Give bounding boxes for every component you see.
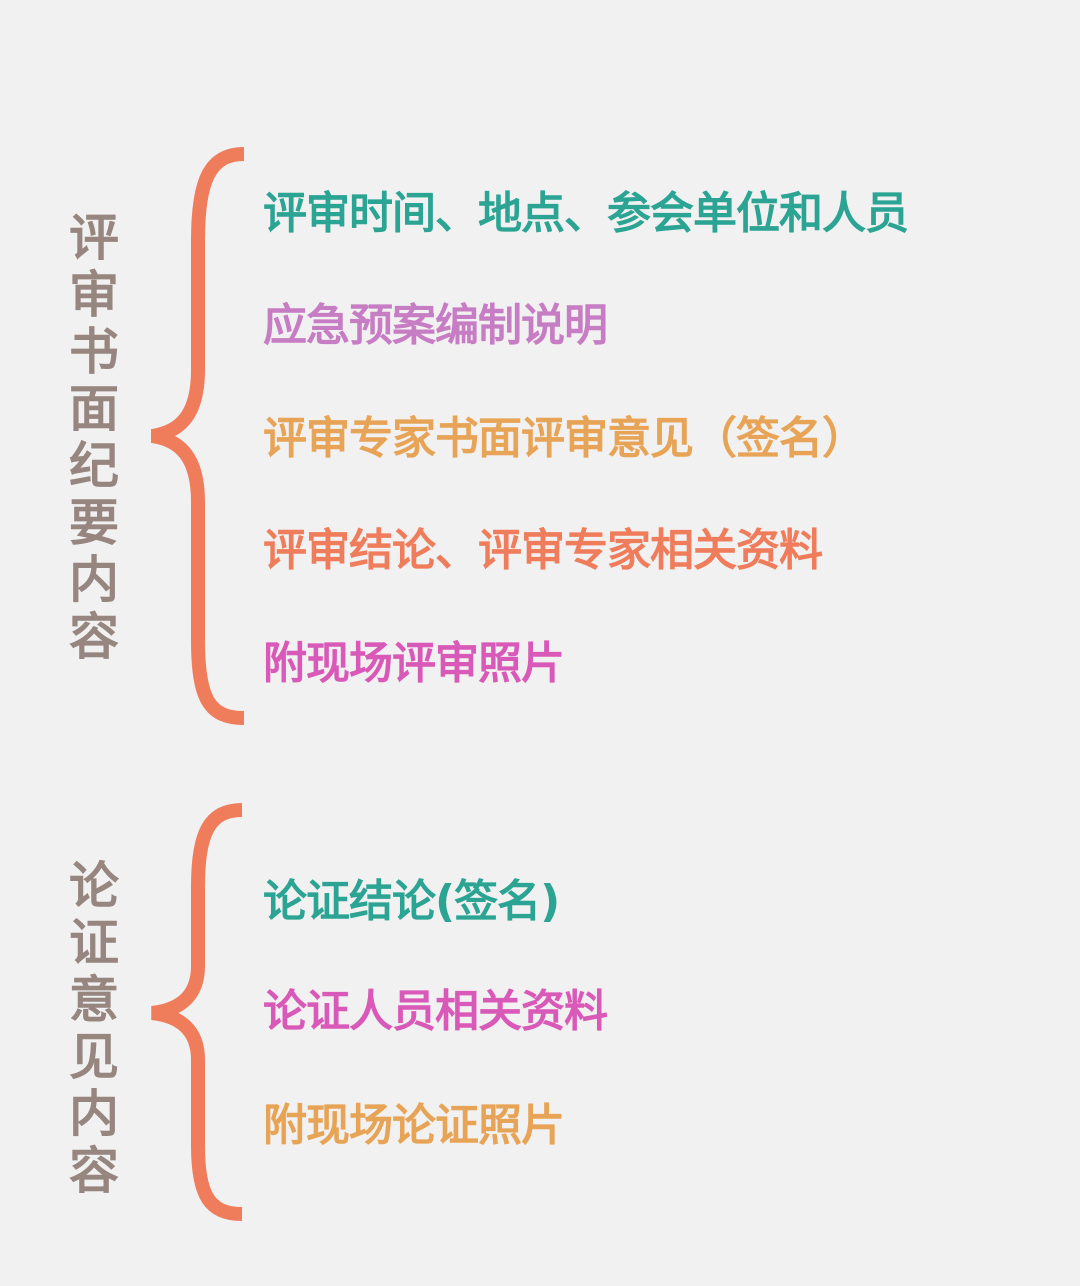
label-char: 证 <box>69 914 119 972</box>
demonstration-opinion-group: 论 证 意 见 内 容 论证结论(签名) 论证人员相关资料 附现场论证照片 <box>0 760 1080 1286</box>
label-char: 见 <box>69 1028 119 1086</box>
label-char: 评 <box>69 209 119 267</box>
label-char: 要 <box>69 494 119 552</box>
label-char: 容 <box>69 608 119 666</box>
label-char: 论 <box>69 857 119 915</box>
item-expert-written-opinions: 评审专家书面评审意见（签名） <box>263 413 866 464</box>
label-char: 书 <box>69 323 119 381</box>
item-review-time-place-attendees: 评审时间、地点、参会单位和人员 <box>263 188 909 239</box>
item-plan-compilation-notes: 应急预案编制说明 <box>263 300 608 351</box>
item-demonstration-conclusion: 论证结论(签名) <box>263 876 560 927</box>
label-char: 意 <box>69 971 119 1029</box>
label-char: 内 <box>69 551 119 609</box>
review-minutes-label: 评 审 书 面 纪 要 内 容 <box>64 210 124 666</box>
review-minutes-group: 评 审 书 面 纪 要 内 容 评审时间、地点、参会单位和人员 应急预案编制说明… <box>64 147 909 725</box>
label-char: 容 <box>69 1142 119 1200</box>
item-review-conclusion-expert-info: 评审结论、评审专家相关资料 <box>263 525 823 576</box>
curly-brace-icon <box>150 147 245 725</box>
item-onsite-review-photos: 附现场评审照片 <box>263 638 565 689</box>
curly-brace-icon <box>150 803 243 1221</box>
label-char: 内 <box>69 1085 119 1143</box>
label-char: 审 <box>69 266 119 324</box>
label-char: 纪 <box>69 437 119 495</box>
demonstration-opinion-label: 论 证 意 见 内 容 <box>64 858 124 1200</box>
item-demonstration-personnel-info: 论证人员相关资料 <box>263 986 608 1037</box>
label-char: 面 <box>69 380 119 438</box>
item-onsite-demonstration-photos: 附现场论证照片 <box>263 1100 565 1151</box>
